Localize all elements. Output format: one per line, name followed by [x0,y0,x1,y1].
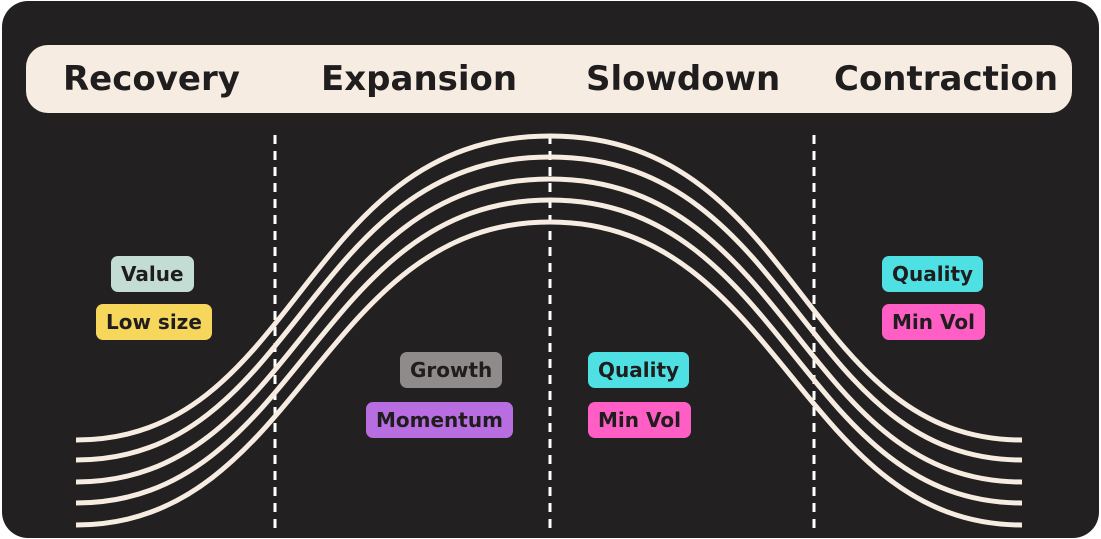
phase-label-contraction: Contraction [834,59,1059,99]
factor-tag-min-vol-contraction: Min Vol [882,304,985,340]
factor-tag-min-vol-slowdown: Min Vol [588,402,691,438]
factor-tag-quality-slowdown: Quality [588,352,690,388]
factor-tag-low-size: Low size [96,304,212,340]
factor-tag-growth: Growth [400,352,503,388]
cycle-curve-4 [75,197,1023,506]
factor-tag-quality-contraction: Quality [882,256,984,292]
factor-tag-momentum: Momentum [366,402,513,438]
phase-header-bar: Recovery Expansion Slowdown Contraction [26,45,1072,113]
cycle-curve-3 [75,176,1023,485]
cycle-curve-2 [75,154,1023,463]
phase-label-recovery: Recovery [63,59,240,99]
phase-label-expansion: Expansion [321,59,518,99]
factor-tag-value: Value [111,256,194,292]
cycle-curve-1 [75,133,1023,443]
phase-label-slowdown: Slowdown [586,59,781,99]
cycle-curve-5 [75,219,1023,528]
